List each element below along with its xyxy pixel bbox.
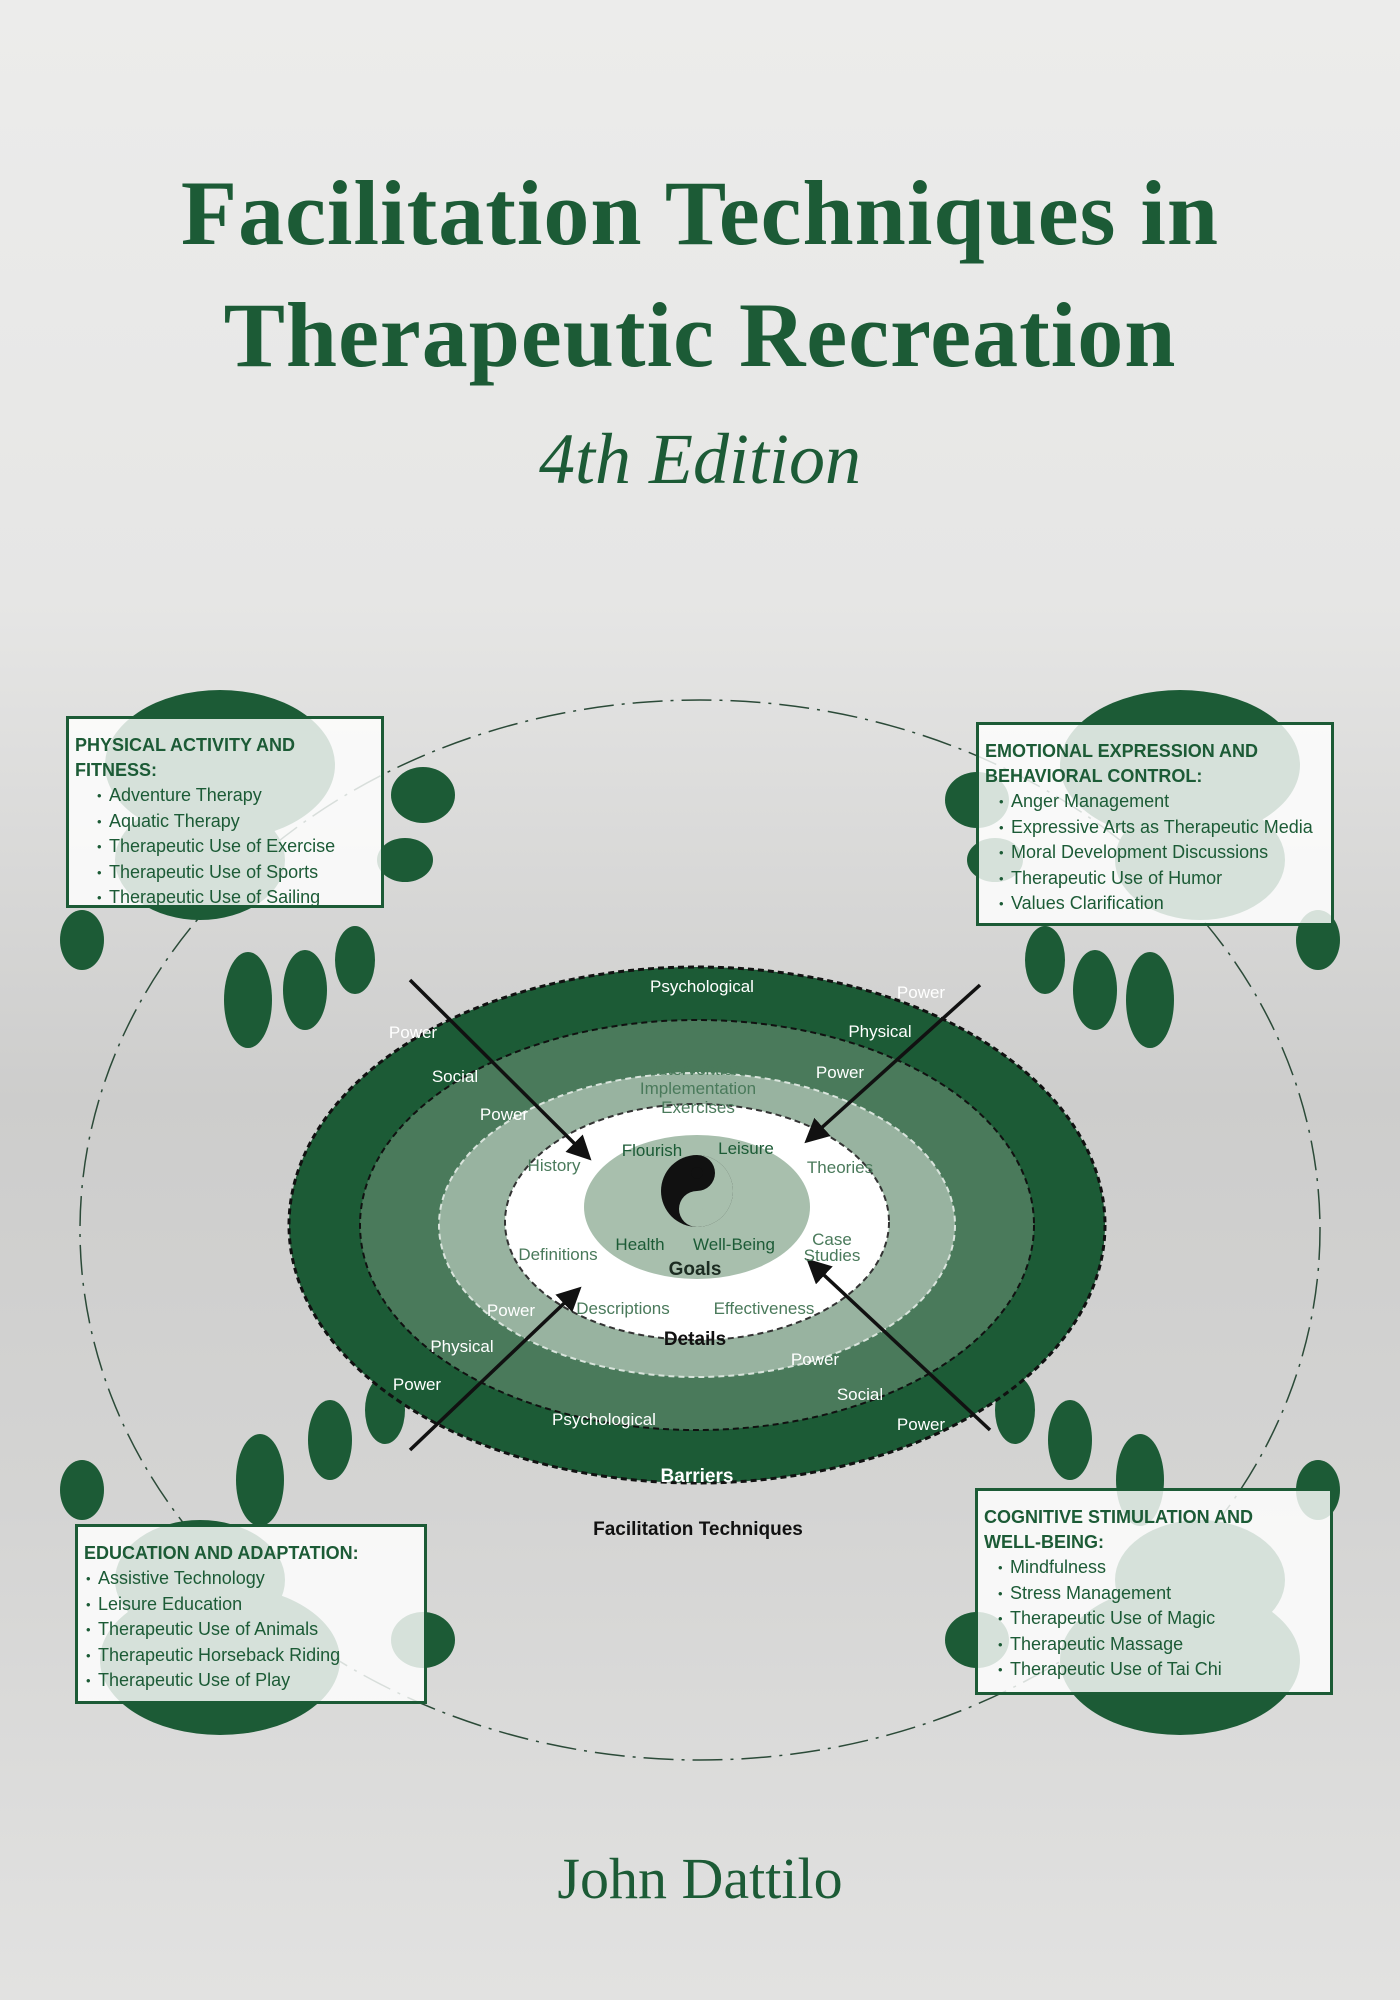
title-line-2: Therapeutic Recreation [223, 284, 1177, 386]
list-item: Therapeutic Use of Sailing [97, 885, 375, 911]
goals-word: Leisure [718, 1139, 774, 1158]
details-word: Intervention [654, 1060, 743, 1079]
middle-ring-word: Psychological [552, 1410, 656, 1429]
list-item: Therapeutic Use of Play [86, 1668, 418, 1694]
author-name: John Dattilo [557, 1846, 843, 1911]
details-word: Descriptions [576, 1299, 670, 1318]
outer-power-label: Power [897, 983, 946, 1002]
arrow-bottom-left [408, 1286, 582, 1452]
middle-ring-word: Social [837, 1385, 883, 1404]
goals-word: Well-Being [693, 1235, 775, 1254]
outer-power-label: Power [393, 1375, 442, 1394]
list-item: Assistive Technology [86, 1566, 418, 1592]
technique-list: Mindfulness Stress Management Therapeuti… [984, 1555, 1324, 1683]
edition-label: 4th Edition [539, 419, 861, 499]
technique-list: Assistive Technology Leisure Education T… [84, 1566, 418, 1694]
power-ring-label: Power [480, 1105, 529, 1124]
technique-list: Adventure Therapy Aquatic Therapy Therap… [75, 783, 375, 911]
list-item: Therapeutic Use of Animals [86, 1617, 418, 1643]
power-ring-label: Power [487, 1301, 536, 1320]
list-item: Anger Management [999, 789, 1325, 815]
list-item: Expressive Arts as Therapeutic Media [999, 815, 1325, 841]
details-word: History [528, 1156, 581, 1175]
technique-list: Anger Management Expressive Arts as Ther… [985, 789, 1325, 917]
list-item: Leisure Education [86, 1592, 418, 1618]
details-word: Theories [807, 1158, 873, 1177]
list-item: Stress Management [998, 1581, 1324, 1607]
details-word: Definitions [518, 1245, 597, 1264]
power-ring-label: Power [816, 1063, 865, 1082]
box-heading: EDUCATION AND ADAPTATION: [84, 1543, 359, 1563]
title-line-1: Facilitation Techniques in [180, 162, 1220, 264]
list-item: Therapeutic Use of Sports [97, 860, 375, 886]
goals-label: Goals [669, 1259, 722, 1280]
cognitive-stimulation-box: COGNITIVE STIMULATION AND WELL-BEING: Mi… [975, 1488, 1333, 1695]
list-item: Values Clarification [999, 891, 1325, 917]
power-ring-label: Power [791, 1350, 840, 1369]
arrow-bottom-right [806, 1258, 992, 1432]
box-heading: BEHAVIORAL CONTROL: [985, 766, 1203, 786]
education-adaptation-box: EDUCATION AND ADAPTATION: Assistive Tech… [75, 1524, 427, 1704]
list-item: Adventure Therapy [97, 783, 375, 809]
list-item: Therapeutic Use of Magic [998, 1606, 1324, 1632]
details-word: Effectiveness [714, 1299, 815, 1318]
list-item: Therapeutic Use of Tai Chi [998, 1657, 1324, 1683]
box-heading: PHYSICAL ACTIVITY AND FITNESS: [75, 735, 296, 780]
middle-ring-word: Social [432, 1067, 478, 1086]
arrow-top-right [804, 983, 982, 1144]
barriers-label: Barriers [661, 1466, 734, 1487]
list-item: Moral Development Discussions [999, 840, 1325, 866]
list-item: Therapeutic Horseback Riding [86, 1643, 418, 1669]
list-item: Aquatic Therapy [97, 809, 375, 835]
details-word: Exercises [661, 1098, 735, 1117]
middle-ring-word: Psychological [650, 977, 754, 996]
middle-ring-word: Physical [848, 1022, 911, 1041]
outer-power-label: Power [389, 1023, 438, 1042]
list-item: Mindfulness [998, 1555, 1324, 1581]
goals-word: Flourish [622, 1141, 682, 1160]
middle-ring-word: Physical [430, 1337, 493, 1356]
yin-yang-icon [661, 1155, 733, 1227]
arrow-top-left [408, 978, 592, 1161]
box-heading: EMOTIONAL EXPRESSION AND [985, 741, 1259, 761]
list-item: Therapeutic Use of Humor [999, 866, 1325, 892]
outer-power-label: Power [897, 1415, 946, 1434]
details-word: Studies [804, 1246, 861, 1265]
physical-activity-box: PHYSICAL ACTIVITY AND FITNESS: Adventure… [66, 716, 384, 911]
emotional-expression-box: EMOTIONAL EXPRESSION AND BEHAVIORAL CONT… [976, 722, 1334, 926]
diagram-caption: Facilitation Techniques [593, 1519, 803, 1540]
details-word: Case [812, 1230, 852, 1249]
box-heading: COGNITIVE STIMULATION AND [984, 1507, 1253, 1527]
list-item: Therapeutic Use of Exercise [97, 834, 375, 860]
goals-word: Health [615, 1235, 664, 1254]
details-label: Details [664, 1329, 726, 1350]
outer-dashdot-circle [79, 699, 1321, 1761]
list-item: Therapeutic Massage [998, 1632, 1324, 1658]
box-heading: WELL-BEING: [984, 1532, 1104, 1552]
details-word: Implementation [640, 1079, 756, 1098]
